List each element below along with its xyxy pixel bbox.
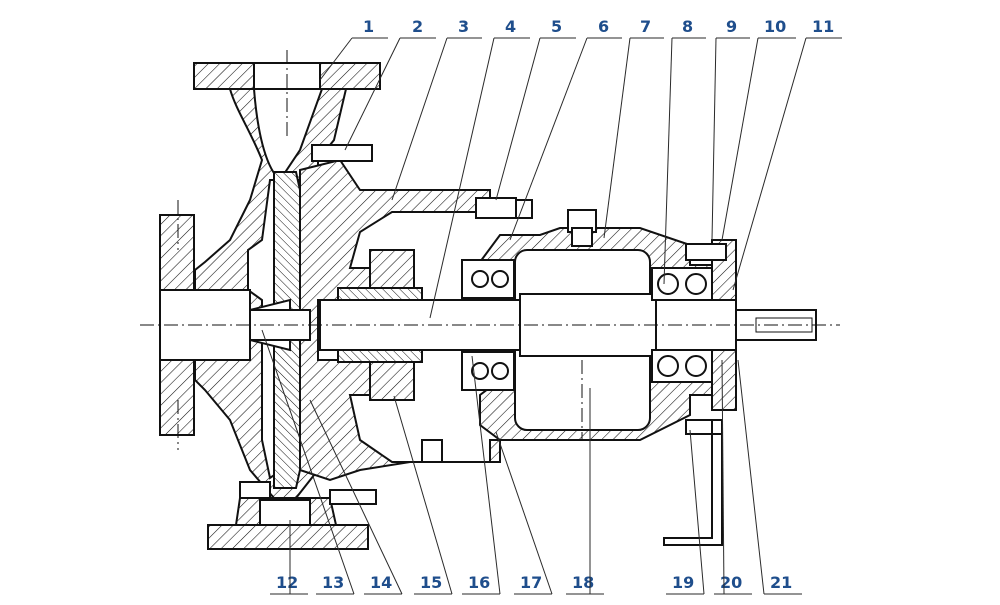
callouts-bottom: 12 13 14 15 16 17 18 19 20 21 [261,329,802,595]
center-lines [140,50,840,450]
casing-foot [207,524,369,550]
callout-9: 9 [726,17,737,36]
foot-hole [259,499,311,526]
callout-6: 6 [598,17,609,36]
callout-5: 5 [551,17,562,36]
callout-8: 8 [682,17,693,36]
callout-17: 17 [520,573,542,592]
callouts-top: 1 2 3 4 5 6 7 8 9 10 11 [319,17,842,319]
callout-12: 12 [276,573,298,592]
callout-2: 2 [412,17,423,36]
callout-16: 16 [468,573,490,592]
mechanical-seal [337,249,423,401]
callout-1: 1 [363,17,374,36]
bearings [461,259,713,391]
callout-10: 10 [764,17,786,36]
callout-20: 20 [720,573,742,592]
callout-3: 3 [458,17,469,36]
callout-15: 15 [420,573,442,592]
bearing-end-cover [685,239,737,411]
callout-11: 11 [812,17,834,36]
support-foot [663,419,723,546]
bolts [239,144,723,505]
end-cover-bolt [685,243,727,261]
callout-13: 13 [322,573,344,592]
callout-18: 18 [572,573,594,592]
callout-19: 19 [672,573,694,592]
callout-21: 21 [770,573,792,592]
callout-14: 14 [370,573,392,592]
impeller-back-shroud [273,339,301,489]
shaft-bearing-section [519,293,657,357]
callout-4: 4 [505,17,516,36]
callout-7: 7 [640,17,651,36]
